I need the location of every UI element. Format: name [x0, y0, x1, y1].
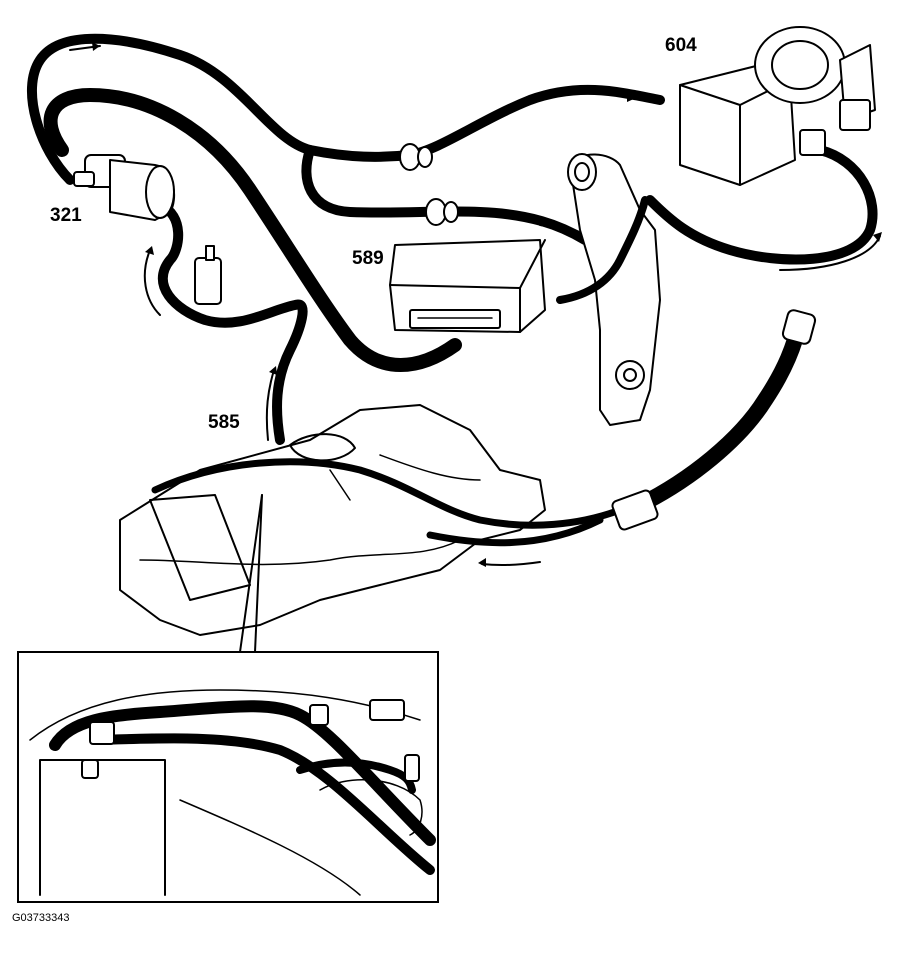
inset-detail [17, 651, 439, 903]
ecm-module [389, 239, 546, 333]
figure-code: G03733343 [12, 912, 70, 924]
hose-connector-lower [425, 198, 459, 226]
inset-leader [239, 494, 263, 653]
label-throttle: 604 [665, 35, 697, 56]
intake-pipe [556, 153, 661, 426]
throttle-body [679, 26, 876, 186]
purge-hose-loop [27, 33, 878, 265]
filler-neck [611, 309, 817, 531]
label-tank: 585 [208, 412, 240, 433]
hose-connector-upper [399, 143, 433, 171]
flow-arrows [69, 42, 882, 567]
vent-hose-highlighted [43, 88, 462, 372]
label-canister: 321 [50, 205, 82, 226]
evap-canister [73, 154, 308, 445]
label-ecm: 589 [352, 248, 384, 269]
